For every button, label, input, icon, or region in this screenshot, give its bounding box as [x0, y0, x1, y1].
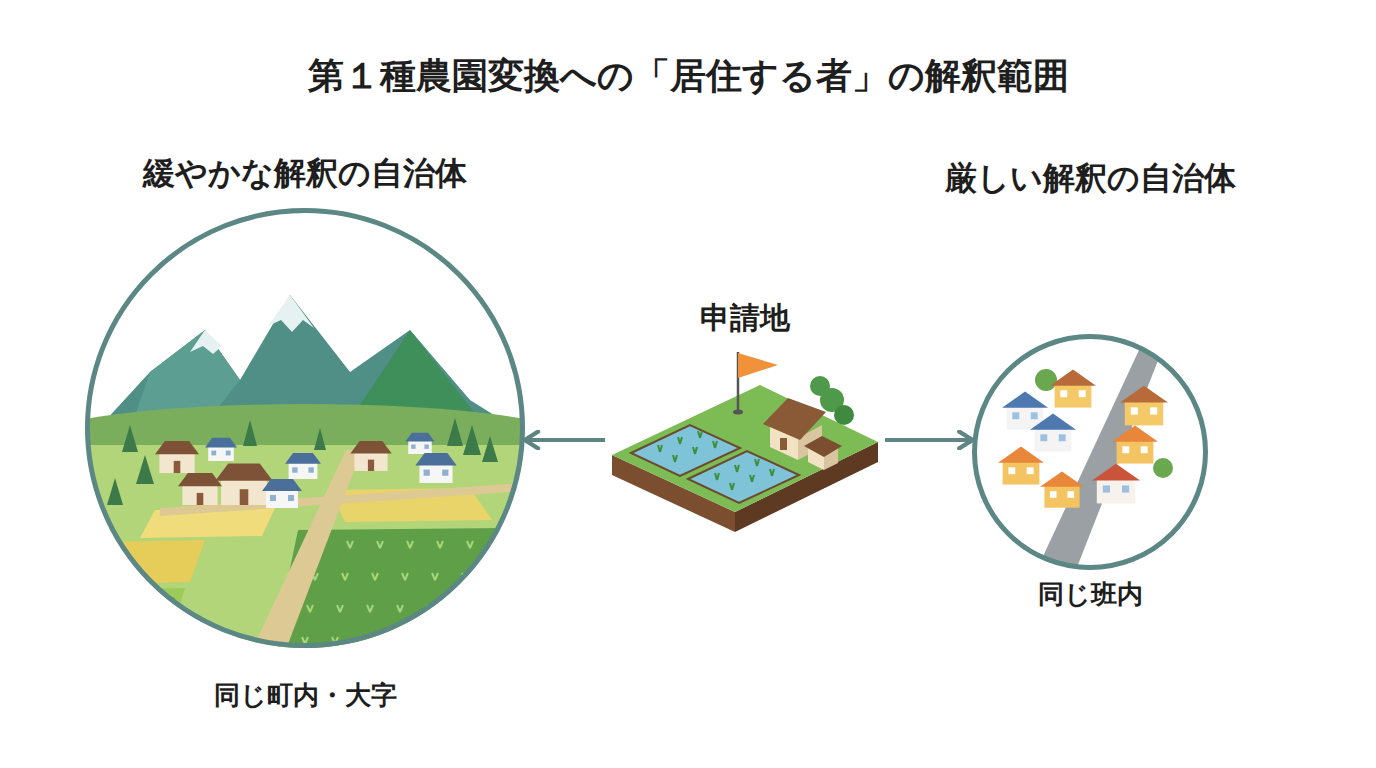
- rice-sprouts: [658, 431, 774, 490]
- farmhouse: [763, 398, 842, 470]
- site-node: 申請地: [605, 292, 885, 552]
- scope-label: 同じ班内: [940, 577, 1240, 612]
- snow-cap: [268, 295, 314, 332]
- scope-arrow: [885, 438, 973, 442]
- scope-arrow: [525, 438, 605, 442]
- scope-label: 同じ町内・大字: [85, 678, 525, 713]
- tree: [1153, 458, 1173, 478]
- group-heading: 厳しい解釈の自治体: [940, 157, 1240, 201]
- countryside-illustration: [35, 208, 575, 665]
- region-circle: 緩やかな解釈の自治体同じ町内・大字: [85, 140, 525, 730]
- circle-outline-svg: [85, 208, 525, 648]
- site-label: 申請地: [605, 298, 885, 339]
- paddy: [688, 451, 799, 503]
- circle-outline: [972, 334, 1208, 570]
- region-circle: 厳しい解釈の自治体同じ班内: [940, 145, 1240, 610]
- tree: [834, 405, 854, 425]
- flag: [738, 353, 778, 378]
- diagram-title: 第１種農園変換への「居住する者」の解釈範囲: [0, 52, 1376, 101]
- trees: [107, 418, 498, 505]
- group-heading: 緩やかな解釈の自治体: [85, 152, 525, 196]
- road: [1032, 335, 1168, 580]
- houses: [998, 370, 1168, 508]
- ground: [60, 445, 550, 665]
- plot-illustration: [612, 352, 878, 532]
- background: [970, 332, 1210, 572]
- houses: [155, 433, 457, 508]
- town-illustration: [970, 332, 1210, 580]
- grass-top: [612, 385, 878, 512]
- snow-cap: [190, 330, 222, 354]
- field-rows: [90, 598, 175, 645]
- circle-outline-svg: [972, 334, 1208, 570]
- circle-outline: [85, 208, 525, 648]
- circle-border: [975, 337, 1206, 568]
- tree: [1035, 369, 1057, 391]
- circle-border: [88, 211, 523, 646]
